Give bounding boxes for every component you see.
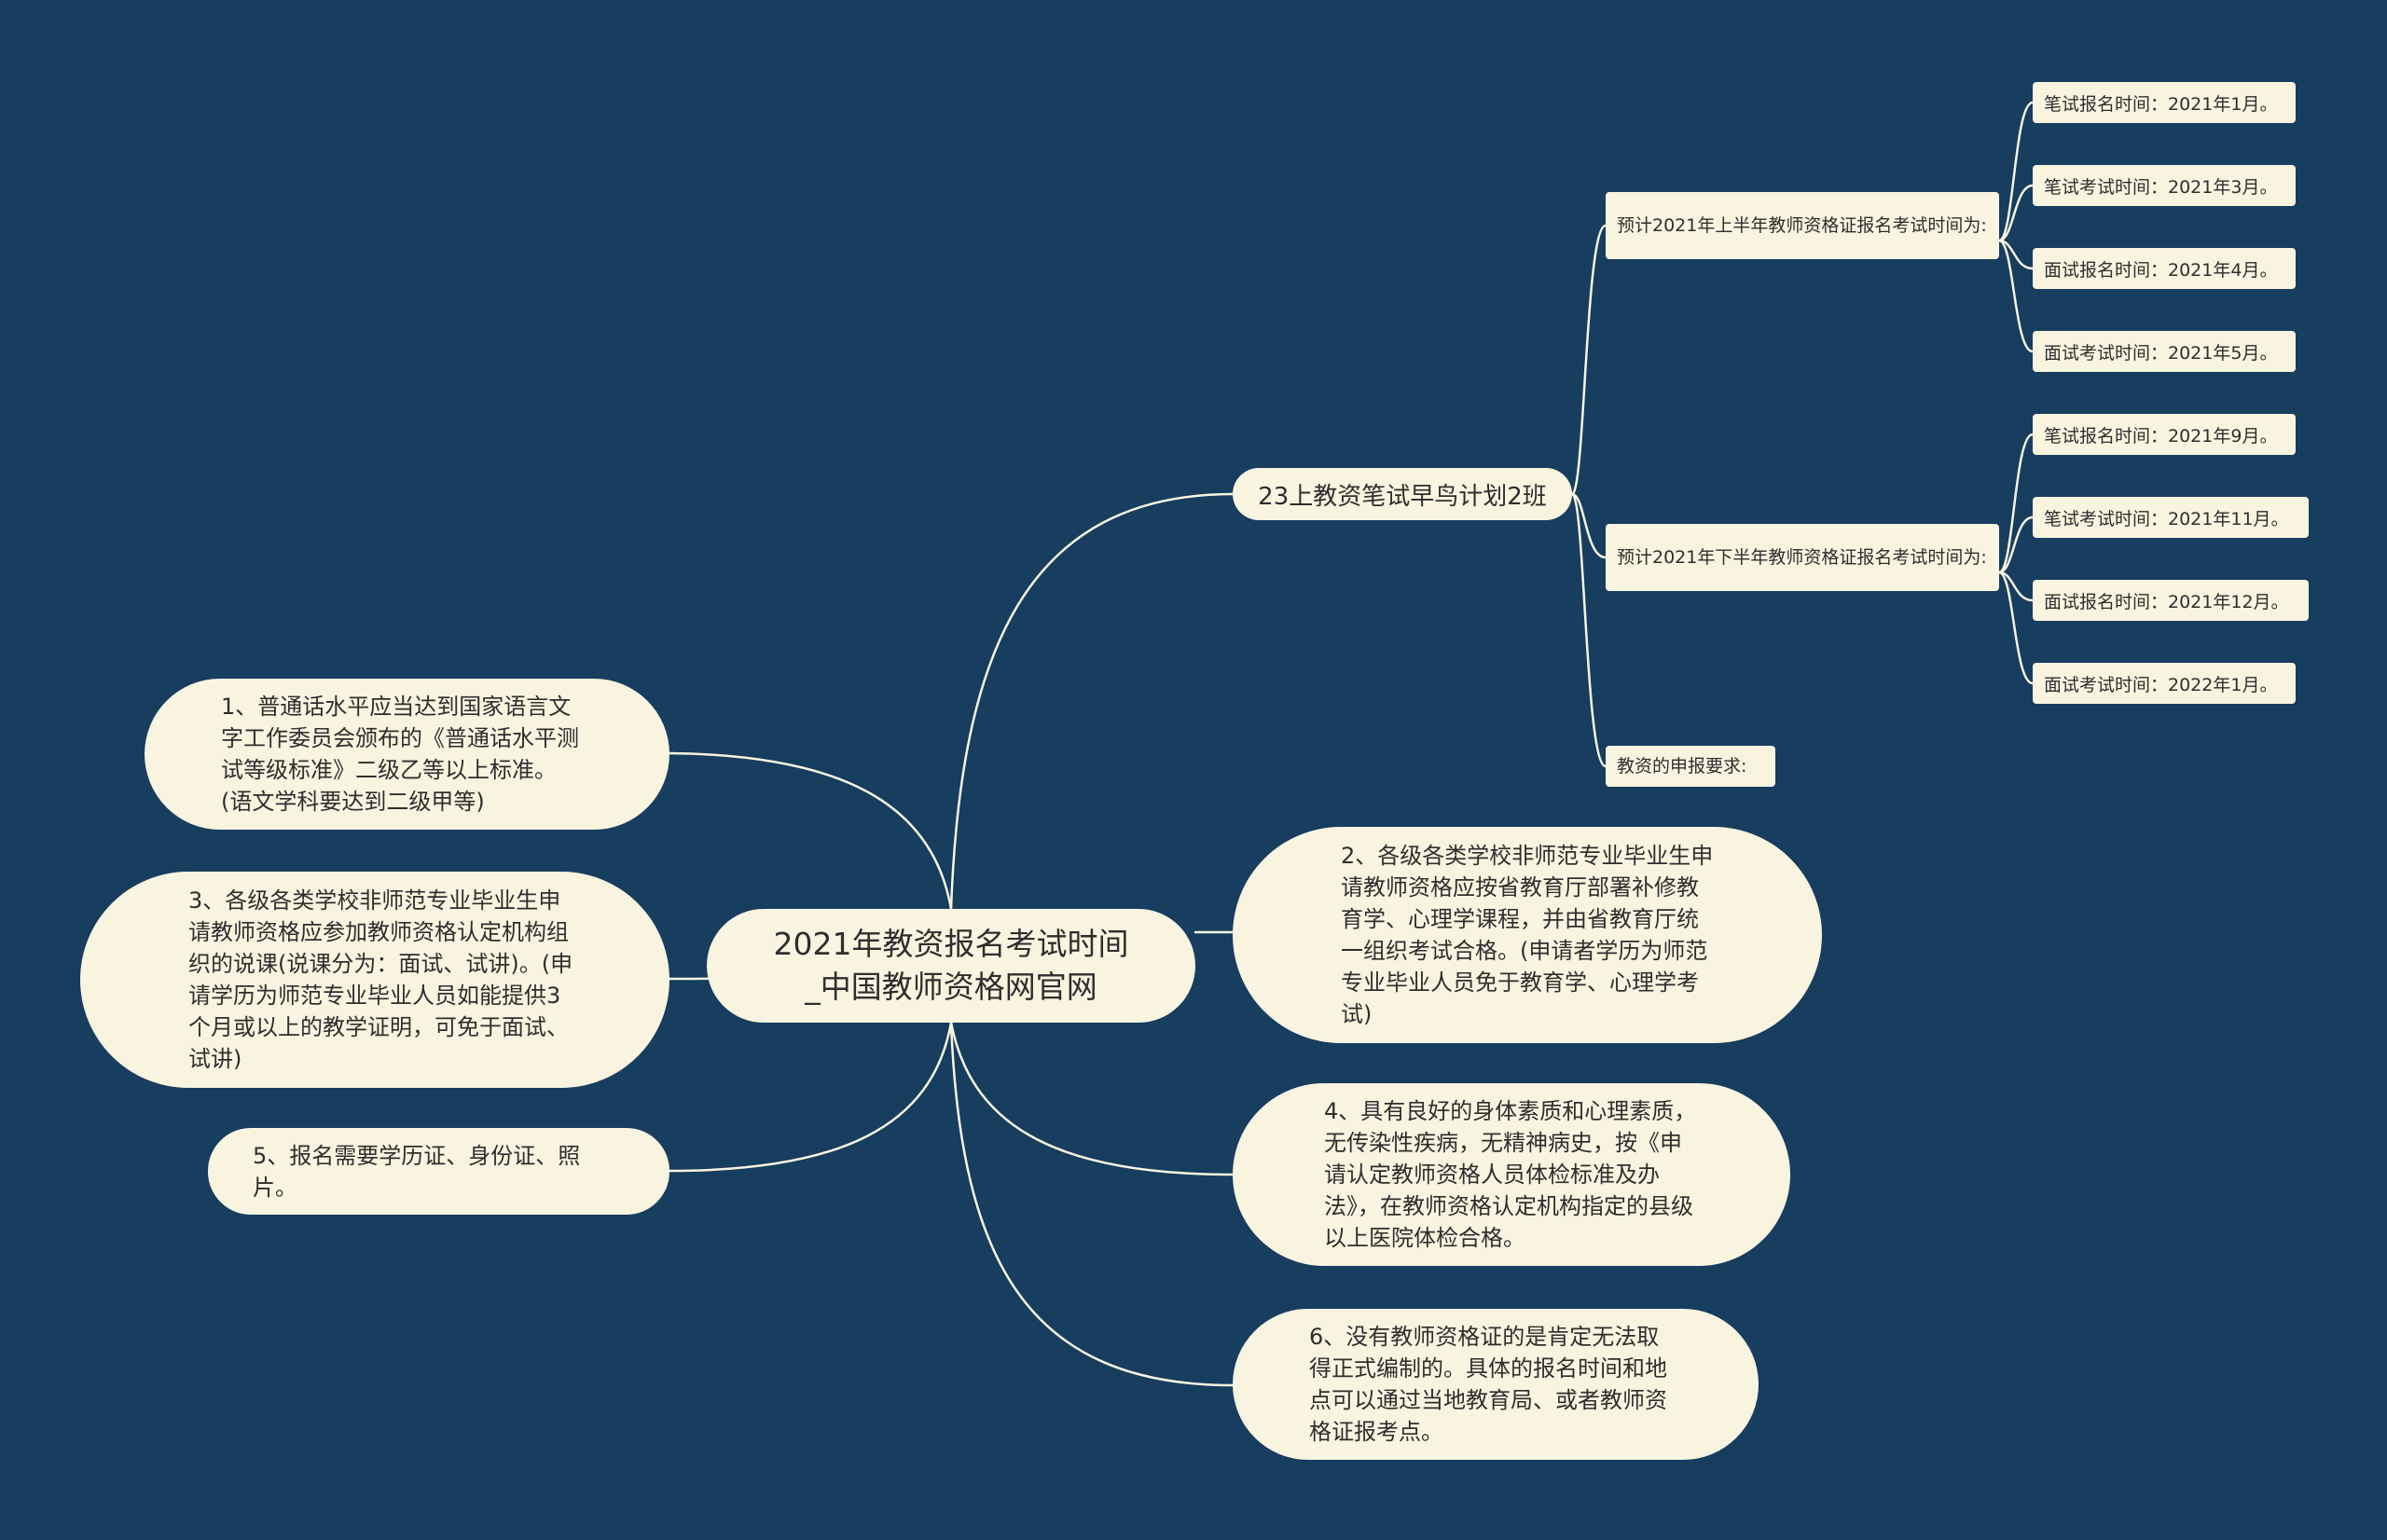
leaf-label: 面试报名时间：2021年4月。 [2044, 259, 2278, 281]
right-node-text: 6、没有教师资格证的是肯定无法取得正式编制的。具体的报名时间和地点可以通过当地教… [1309, 1324, 1667, 1445]
link-root-right3 [949, 1021, 1235, 1387]
branch-label: 23上教资笔试早鸟计划2班 [1258, 482, 1547, 511]
link-branch-sub2 [1570, 492, 1607, 559]
leaf-label: 笔试考试时间：2021年11月。 [2044, 508, 2289, 529]
leaf-node[interactable]: 笔试考试时间：2021年11月。 [2033, 497, 2309, 538]
right-node-2[interactable]: 2、各级各类学校非师范专业毕业生申请教师资格应按省教育厅部署补修教育学、心理学课… [1233, 827, 1822, 1043]
left-node-1[interactable]: 1、普通话水平应当达到国家语言文字工作委员会颁布的《普通话水平测试等级标准》二级… [145, 679, 669, 830]
sub-node-label: 教资的申报要求: [1617, 756, 1747, 777]
leaf-label: 面试考试时间：2021年5月。 [2044, 342, 2278, 364]
right-node-6[interactable]: 6、没有教师资格证的是肯定无法取得正式编制的。具体的报名时间和地点可以通过当地教… [1233, 1309, 1759, 1460]
root-node[interactable]: 2021年教资报名考试时间 _中国教师资格网官网 [707, 909, 1195, 1023]
link-sub1-leaf1 [1997, 101, 2035, 242]
leaf-label: 笔试报名时间：2021年1月。 [2044, 93, 2278, 115]
leaf-label: 面试报名时间：2021年12月。 [2044, 591, 2289, 612]
leaf-node[interactable]: 面试考试时间：2022年1月。 [2033, 663, 2296, 704]
sub-node-label: 预计2021年上半年教师资格证报名考试时间为: [1617, 215, 1987, 236]
leaf-node[interactable]: 笔试考试时间：2021年3月。 [2033, 165, 2296, 206]
left-node-3[interactable]: 3、各级各类学校非师范专业毕业生申请教师资格应参加教师资格认定机构组织的说课(说… [80, 872, 669, 1088]
leaf-node[interactable]: 面试报名时间：2021年4月。 [2033, 248, 2296, 289]
leaf-node[interactable]: 笔试报名时间：2021年9月。 [2033, 414, 2296, 455]
link-sub2-leaf4 [1997, 571, 2035, 685]
leaf-node[interactable]: 笔试报名时间：2021年1月。 [2033, 82, 2296, 123]
link-branch-sub3 [1570, 492, 1607, 768]
root-title-line2: _中国教师资格网官网 [805, 969, 1097, 1005]
link-sub1-leaf3 [1997, 239, 2035, 270]
link-sub2-leaf3 [1997, 571, 2035, 602]
leaf-node[interactable]: 面试考试时间：2021年5月。 [2033, 331, 2296, 372]
sub-node-second-half[interactable]: 预计2021年下半年教师资格证报名考试时间为: [1606, 524, 1999, 591]
leaf-label: 笔试报名时间：2021年9月。 [2044, 425, 2278, 447]
sub-node-first-half[interactable]: 预计2021年上半年教师资格证报名考试时间为: [1606, 192, 1999, 259]
link-branch-sub1 [1570, 224, 1607, 496]
leaf-label: 笔试考试时间：2021年3月。 [2044, 176, 2278, 198]
link-root-left1 [668, 751, 953, 911]
right-node-text: 4、具有良好的身体素质和心理素质，无传染性疾病，无精神病史，按《申请认定教师资格… [1324, 1098, 1697, 1251]
link-sub2-leaf2 [1997, 516, 2035, 574]
left-node-text: 1、普通话水平应当达到国家语言文字工作委员会颁布的《普通话水平测试等级标准》二级… [221, 694, 579, 815]
branch-node[interactable]: 23上教资笔试早鸟计划2班 [1233, 468, 1572, 520]
link-root-right2 [949, 1021, 1235, 1176]
link-sub1-leaf4 [1997, 239, 2035, 353]
left-node-5[interactable]: 5、报名需要学历证、身份证、照片。 [208, 1128, 669, 1215]
sub-node-label: 预计2021年下半年教师资格证报名考试时间为: [1617, 547, 1987, 568]
left-node-text: 5、报名需要学历证、身份证、照片。 [253, 1142, 581, 1201]
leaf-label: 面试考试时间：2022年1月。 [2044, 674, 2278, 695]
link-root-branch [949, 492, 1235, 911]
right-node-4[interactable]: 4、具有良好的身体素质和心理素质，无传染性疾病，无精神病史，按《申请认定教师资格… [1233, 1083, 1790, 1266]
root-title-line1: 2021年教资报名考试时间 [773, 926, 1129, 962]
leaf-node[interactable]: 面试报名时间：2021年12月。 [2033, 580, 2309, 621]
left-node-text: 3、各级各类学校非师范专业毕业生申请教师资格应参加教师资格认定机构组织的说课(说… [188, 887, 573, 1072]
link-sub2-leaf1 [1997, 433, 2035, 574]
sub-node-requirements[interactable]: 教资的申报要求: [1606, 746, 1775, 787]
link-sub1-leaf2 [1997, 184, 2035, 242]
right-node-text: 2、各级各类学校非师范专业毕业生申请教师资格应按省教育厅部署补修教育学、心理学课… [1341, 843, 1714, 1027]
link-root-left3 [668, 1021, 953, 1173]
